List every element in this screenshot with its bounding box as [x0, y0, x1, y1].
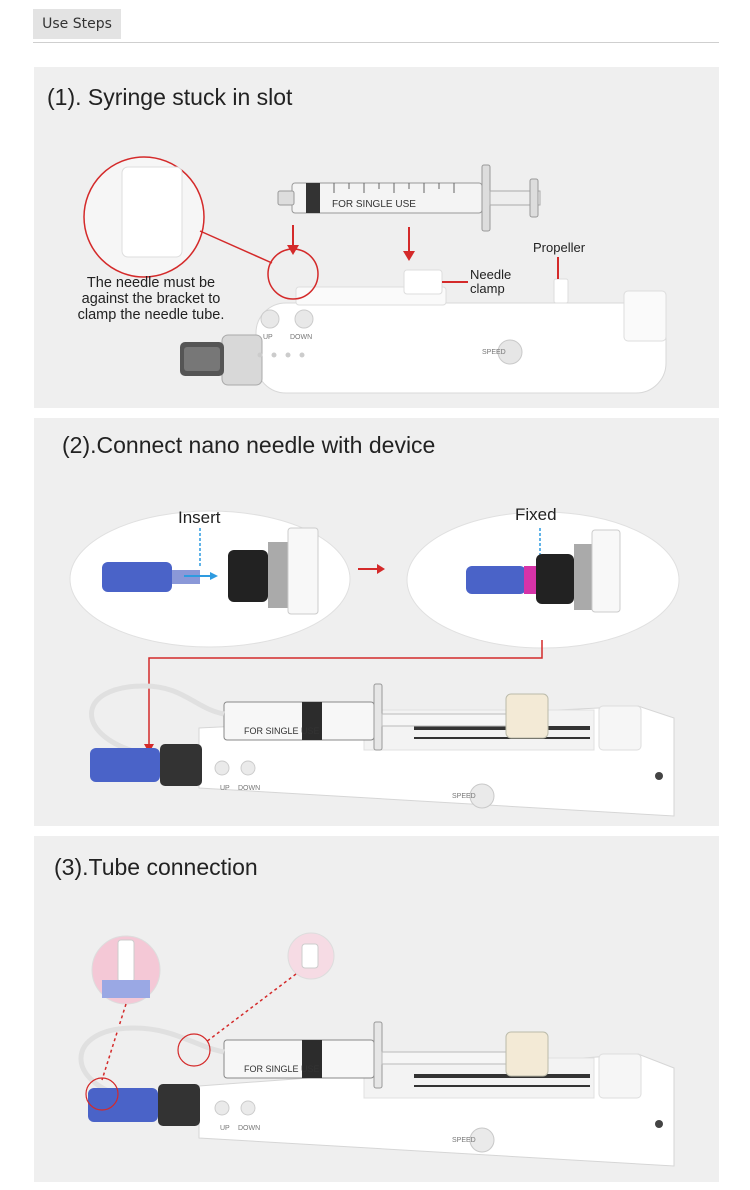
step-1-illustration	[83, 156, 667, 394]
syringe-print-2: FOR SINGLE USE	[244, 726, 320, 736]
step-2-illustration	[69, 510, 680, 817]
down-button-label-2: DOWN	[238, 785, 261, 792]
needle-clamp-label: Needle clamp	[470, 267, 512, 296]
up-button-label-3: UP	[220, 1125, 230, 1132]
step-3-title: (3).Tube connection	[54, 854, 258, 880]
step-2-panel: (2).Connect nano needle with device	[34, 418, 719, 826]
step-1-title: (1). Syringe stuck in slot	[47, 84, 293, 110]
step-2-title: (2).Connect nano needle with device	[62, 432, 436, 458]
use-steps-tab[interactable]: Use Steps	[33, 9, 121, 39]
insert-label: Insert	[178, 508, 221, 527]
up-button-label: UP	[263, 334, 273, 341]
up-button-label-2: UP	[220, 785, 230, 792]
syringe-print-3: FOR SINGLE USE	[244, 1064, 320, 1074]
speed-button-label: SPEED	[482, 349, 506, 356]
header-divider	[33, 42, 719, 43]
step-1-note: The needle must be against the bracket t…	[77, 275, 225, 323]
propeller-label: Propeller	[533, 240, 586, 255]
step-3-illustration	[78, 932, 675, 1167]
down-button-label-3: DOWN	[238, 1125, 261, 1132]
down-button-label: DOWN	[290, 334, 313, 341]
speed-button-label-2: SPEED	[452, 793, 476, 800]
step-1-panel: (1). Syringe stuck in slot	[34, 67, 719, 408]
step-3-panel: (3).Tube connection FOR S	[34, 836, 719, 1182]
speed-button-label-3: SPEED	[452, 1137, 476, 1144]
fixed-label: Fixed	[515, 505, 557, 524]
syringe-print: FOR SINGLE USE	[332, 199, 416, 210]
